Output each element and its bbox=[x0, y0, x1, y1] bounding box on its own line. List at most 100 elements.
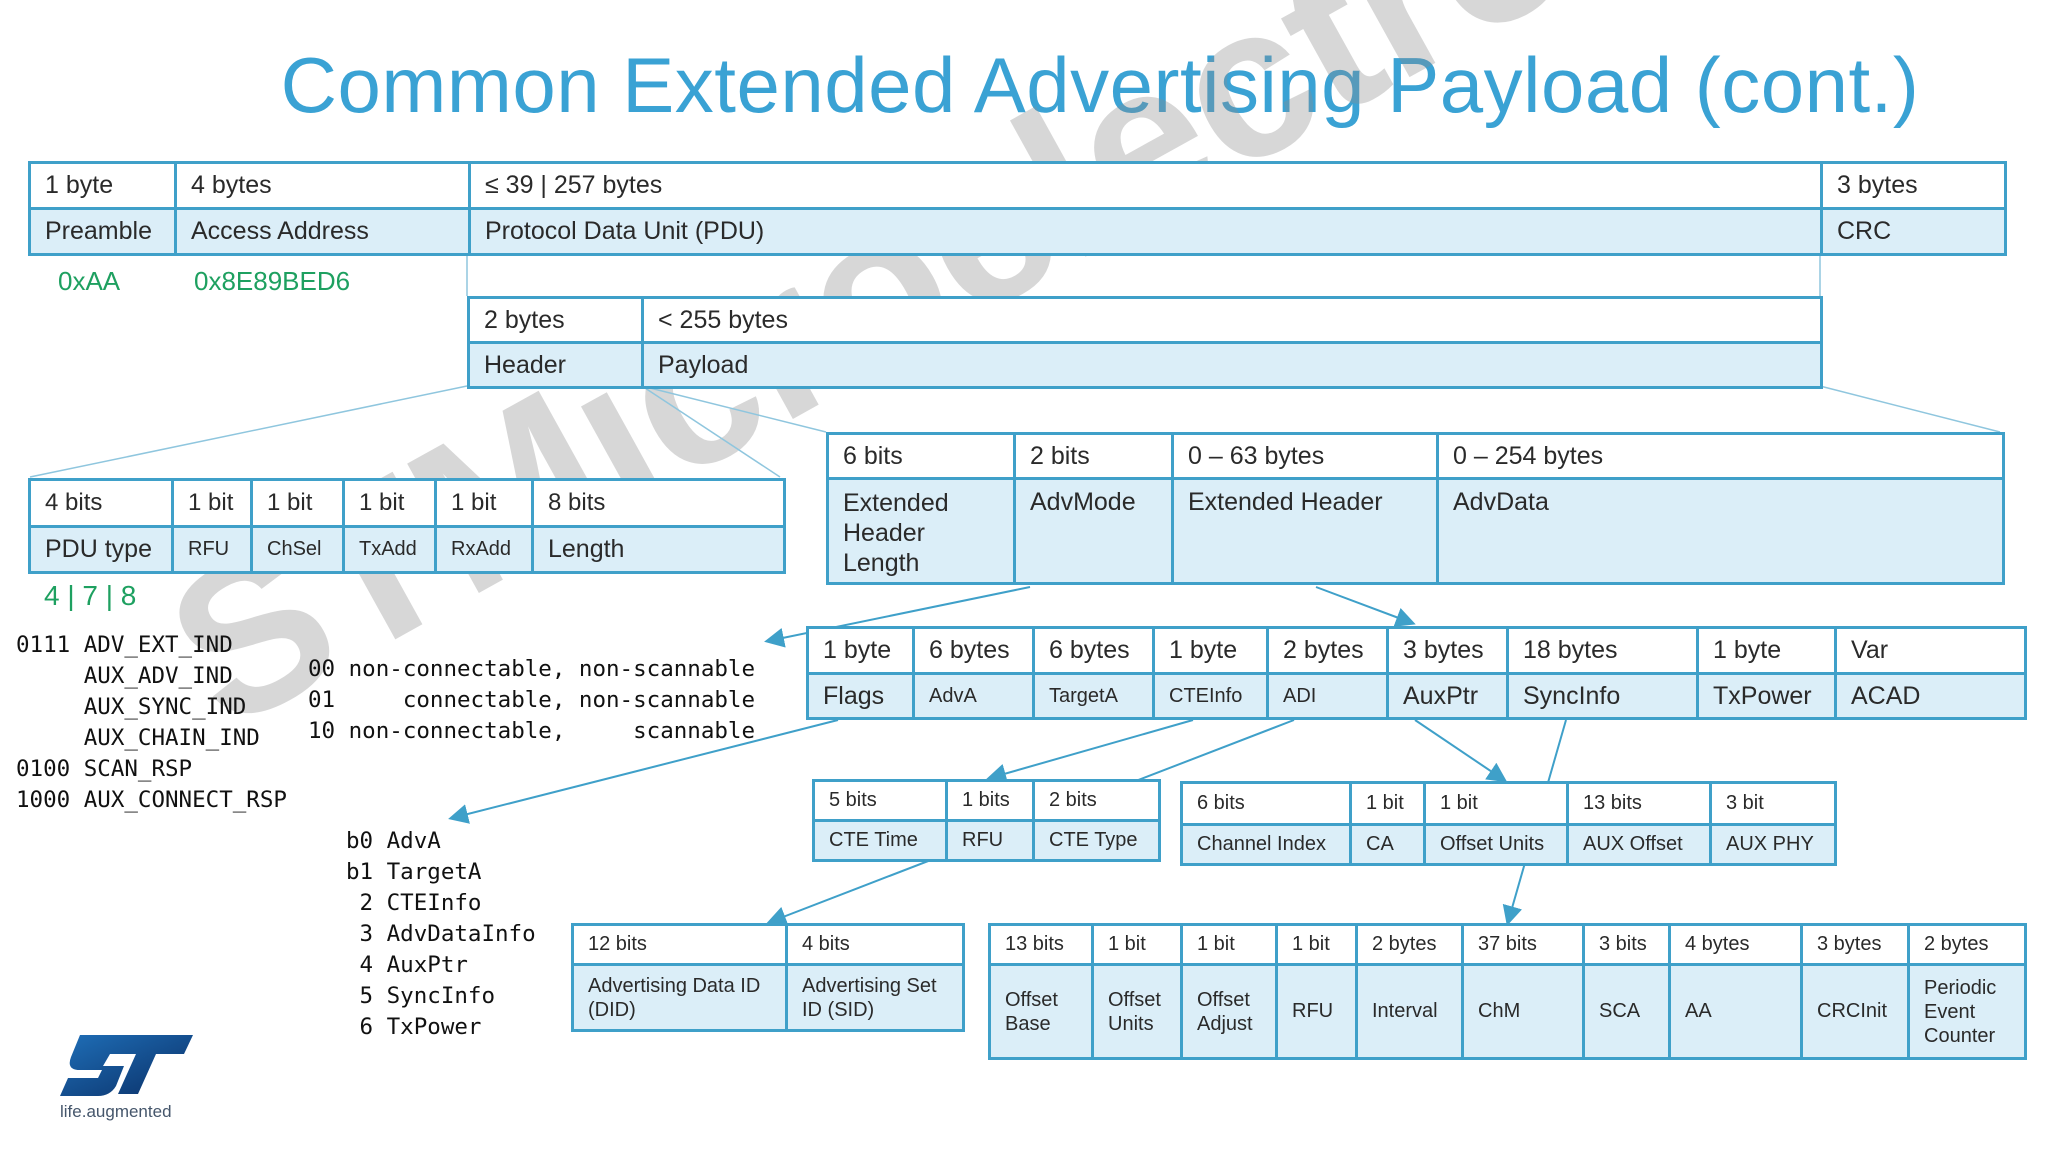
header-label: Header bbox=[467, 341, 644, 389]
sca-size: 3 bits bbox=[1582, 923, 1671, 966]
aa-label: AA bbox=[1668, 963, 1803, 1060]
syncinfo-size: 18 bytes bbox=[1506, 626, 1699, 675]
cteinfo-size: 1 byte bbox=[1152, 626, 1269, 675]
pdu-size: ≤ 39 | 257 bytes bbox=[468, 161, 1823, 210]
ext-header-arrow-2 bbox=[1315, 586, 1416, 627]
pdu-type-size: 4 bits bbox=[28, 478, 174, 528]
access-address-size: 4 bytes bbox=[174, 161, 471, 210]
acad-label: ACAD bbox=[1834, 672, 2027, 720]
access-address-value: 0x8E89BED6 bbox=[194, 266, 351, 296]
sync-rfu-size: 1 bit bbox=[1275, 923, 1358, 966]
cte-time-label: CTE Time bbox=[812, 819, 948, 862]
txadd-label: TxAdd bbox=[342, 525, 437, 574]
adi-label: ADI bbox=[1266, 672, 1389, 720]
cte-rfu-size: 1 bits bbox=[945, 779, 1035, 822]
offset-adjust-label: Offset Adjust bbox=[1180, 963, 1278, 1060]
length-size: 8 bits bbox=[531, 478, 786, 528]
syncinfo-table: 13 bits 1 bit 1 bit 1 bit 2 bytes 37 bit… bbox=[988, 923, 2027, 1060]
auxptr-size: 3 bytes bbox=[1386, 626, 1509, 675]
aux-offset-units-label: Offset Units bbox=[1423, 823, 1569, 866]
pdu-type-label: PDU type bbox=[28, 525, 174, 574]
payload-table: 6 bits 2 bits 0 – 63 bytes 0 – 254 bytes… bbox=[826, 432, 2005, 585]
rxadd-size: 1 bit bbox=[434, 478, 534, 528]
crcinit-label: CRCInit bbox=[1800, 963, 1910, 1060]
sid-label: Advertising Set ID (SID) bbox=[785, 963, 965, 1032]
preamble-size: 1 byte bbox=[28, 161, 177, 210]
adi-table: 12 bits 4 bits Advertising Data ID (DID)… bbox=[571, 923, 965, 1032]
pdu-table: 2 bytes < 255 bytes Header Payload bbox=[467, 296, 1823, 389]
cte-type-label: CTE Type bbox=[1032, 819, 1161, 862]
cte-time-size: 5 bits bbox=[812, 779, 948, 822]
txpower-label: TxPower bbox=[1696, 672, 1837, 720]
txpower-size: 1 byte bbox=[1696, 626, 1837, 675]
adv-mode-label: AdvMode bbox=[1013, 477, 1174, 585]
logo-tagline: life.augmented bbox=[60, 1102, 172, 1121]
auxptr-arrow bbox=[1414, 719, 1508, 783]
chsel-label: ChSel bbox=[250, 525, 345, 574]
header-table: 4 bits 1 bit 1 bit 1 bit 1 bit 8 bits PD… bbox=[28, 478, 786, 574]
channel-index-size: 6 bits bbox=[1180, 781, 1352, 826]
auxptr-label: AuxPtr bbox=[1386, 672, 1509, 720]
offset-units-label: Offset Units bbox=[1091, 963, 1183, 1060]
channel-index-label: Channel Index bbox=[1180, 823, 1352, 866]
adv-data-size: 0 – 254 bytes bbox=[1436, 432, 2005, 480]
crc-size: 3 bytes bbox=[1820, 161, 2007, 210]
syncinfo-label: SyncInfo bbox=[1506, 672, 1699, 720]
flags-bits-list: b0 AdvA b1 TargetA 2 CTEInfo 3 AdvDataIn… bbox=[346, 828, 536, 1040]
ext-header-length-label: Extended Header Length bbox=[826, 477, 1016, 585]
pdu-type-list: 0111 ADV_EXT_IND AUX_ADV_IND AUX_SYNC_IN… bbox=[16, 632, 287, 813]
preamble-label: Preamble bbox=[28, 207, 177, 256]
length-label: Length bbox=[531, 525, 786, 574]
page-title: Common Extended Advertising Payload (con… bbox=[280, 41, 1920, 129]
aux-offset-units-size: 1 bit bbox=[1423, 781, 1569, 826]
chm-size: 37 bits bbox=[1461, 923, 1585, 966]
interval-size: 2 bytes bbox=[1355, 923, 1464, 966]
payload-right-line bbox=[1819, 385, 2001, 433]
cteinfo-label: CTEInfo bbox=[1152, 672, 1269, 720]
st-logo-icon bbox=[60, 1035, 193, 1096]
txadd-size: 1 bit bbox=[342, 478, 437, 528]
aux-phy-label: AUX PHY bbox=[1709, 823, 1837, 866]
cte-type-size: 2 bits bbox=[1032, 779, 1161, 822]
did-size: 12 bits bbox=[571, 923, 788, 966]
aux-offset-size: 13 bits bbox=[1566, 781, 1712, 826]
aux-offset-label: AUX Offset bbox=[1566, 823, 1712, 866]
ext-header-size: 0 – 63 bytes bbox=[1171, 432, 1439, 480]
interval-label: Interval bbox=[1355, 963, 1464, 1060]
cteinfo-arrow bbox=[986, 719, 1194, 784]
adva-label: AdvA bbox=[912, 672, 1035, 720]
pdu-type-values: 4 | 7 | 8 bbox=[44, 580, 137, 611]
cte-rfu-label: RFU bbox=[945, 819, 1035, 862]
ext-header-label: Extended Header bbox=[1171, 477, 1439, 585]
rfu-size: 1 bit bbox=[171, 478, 253, 528]
flags-label: Flags bbox=[806, 672, 915, 720]
offset-adjust-size: 1 bit bbox=[1180, 923, 1278, 966]
flags-arrow bbox=[448, 719, 839, 824]
header-size: 2 bytes bbox=[467, 296, 644, 344]
flags-size: 1 byte bbox=[806, 626, 915, 675]
rxadd-label: RxAdd bbox=[434, 525, 534, 574]
payload-label: Payload bbox=[641, 341, 1823, 389]
targeta-label: TargetA bbox=[1032, 672, 1155, 720]
targeta-size: 6 bytes bbox=[1032, 626, 1155, 675]
chm-label: ChM bbox=[1461, 963, 1585, 1060]
adv-mode-list: 00 non-connectable, non-scannable 01 con… bbox=[308, 656, 756, 744]
offset-base-size: 13 bits bbox=[988, 923, 1094, 966]
offset-base-label: Offset Base bbox=[988, 963, 1094, 1060]
sca-label: SCA bbox=[1582, 963, 1671, 1060]
aa-size: 4 bytes bbox=[1668, 923, 1803, 966]
acad-size: Var bbox=[1834, 626, 2027, 675]
sync-rfu-label: RFU bbox=[1275, 963, 1358, 1060]
crc-label: CRC bbox=[1820, 207, 2007, 256]
ext-header-length-size: 6 bits bbox=[826, 432, 1016, 480]
did-label: Advertising Data ID (DID) bbox=[571, 963, 788, 1032]
preamble-value: 0xAA bbox=[58, 266, 121, 296]
chsel-size: 1 bit bbox=[250, 478, 345, 528]
offset-units-size: 1 bit bbox=[1091, 923, 1183, 966]
adv-data-label: AdvData bbox=[1436, 477, 2005, 585]
sid-size: 4 bits bbox=[785, 923, 965, 966]
pdu-label: Protocol Data Unit (PDU) bbox=[468, 207, 1823, 256]
adv-mode-size: 2 bits bbox=[1013, 432, 1174, 480]
packet-table: 1 byte 4 bytes ≤ 39 | 257 bytes 3 bytes … bbox=[28, 161, 2007, 256]
ca-label: CA bbox=[1349, 823, 1426, 866]
